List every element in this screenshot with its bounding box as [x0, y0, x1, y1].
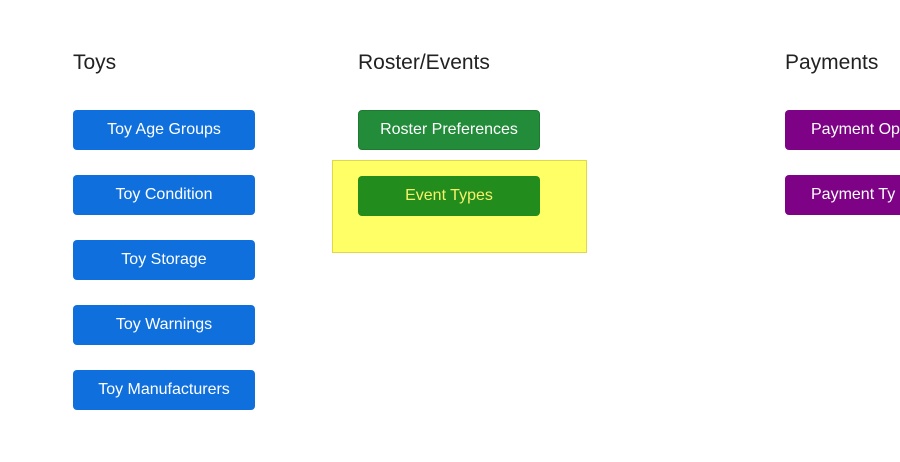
toy-age-groups-button[interactable]: Toy Age Groups — [73, 110, 255, 150]
toy-condition-button[interactable]: Toy Condition — [73, 175, 255, 215]
event-types-button[interactable]: Event Types — [358, 176, 540, 216]
toy-manufacturers-button[interactable]: Toy Manufacturers — [73, 370, 255, 410]
payments-button-list: Payment Op Payment Ty — [785, 110, 900, 215]
payment-types-button[interactable]: Payment Ty — [785, 175, 900, 215]
section-payments: Payments Payment Op Payment Ty — [785, 48, 900, 240]
toy-storage-button[interactable]: Toy Storage — [73, 240, 255, 280]
roster-preferences-button[interactable]: Roster Preferences — [358, 110, 540, 150]
roster-button-list: Roster Preferences — [358, 110, 540, 150]
section-title-roster-events: Roster/Events — [358, 51, 490, 74]
section-toys: Toys Toy Age Groups Toy Condition Toy St… — [73, 48, 255, 435]
section-roster-events: Roster/Events Roster Preferences — [358, 48, 540, 175]
toy-warnings-button[interactable]: Toy Warnings — [73, 305, 255, 345]
toys-button-list: Toy Age Groups Toy Condition Toy Storage… — [73, 110, 255, 410]
section-title-toys: Toys — [73, 51, 117, 74]
section-title-payments: Payments — [785, 51, 879, 74]
payment-options-button[interactable]: Payment Op — [785, 110, 900, 150]
